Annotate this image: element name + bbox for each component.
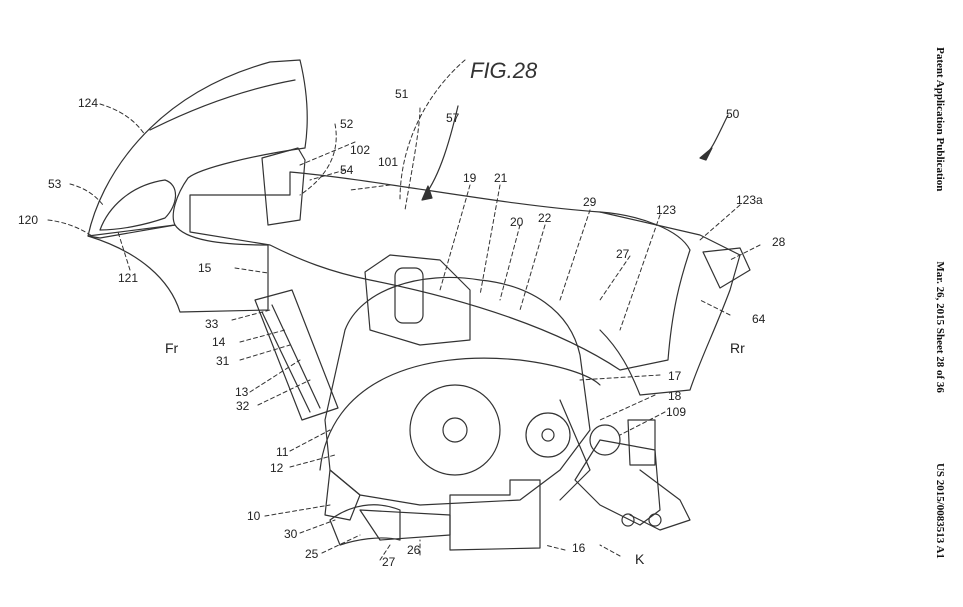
patent-header: Patent Application PublicationMar. 26, 2… <box>934 47 946 559</box>
direction-front: Fr <box>165 340 179 356</box>
ref-label: 18 <box>668 389 682 403</box>
cylinder-head <box>364 254 471 346</box>
ref-label: 11 <box>276 445 289 459</box>
swing-arm-pivot <box>589 424 621 456</box>
dashed-lines <box>47 59 761 561</box>
ref-label: 25 <box>305 547 319 561</box>
swing-arm-link <box>559 399 591 501</box>
exhaust-collector <box>359 509 451 541</box>
ref-label: K <box>635 551 645 567</box>
swing-arm <box>574 439 661 526</box>
ref-label: 123 <box>656 203 677 217</box>
radiator-fin <box>271 304 321 409</box>
ref-label: 16 <box>572 541 586 555</box>
ref-label: 120 <box>18 213 39 227</box>
publication-number: US 2015/0083513 A1 <box>934 462 946 559</box>
ref-label: 33 <box>205 317 219 331</box>
date-sheet: Mar. 26, 2015 Sheet 28 of 36 <box>934 261 946 393</box>
cowl-inner-line <box>149 79 296 131</box>
ref-label: 22 <box>538 211 552 225</box>
ref-label: 19 <box>463 171 477 185</box>
front-cowl <box>87 59 308 239</box>
generator-hub <box>442 417 468 443</box>
ref-label: 28 <box>772 235 786 249</box>
bolt <box>621 513 635 527</box>
arrow-50-head <box>699 147 713 161</box>
ref-label: 21 <box>494 171 508 185</box>
drive-sprocket <box>525 412 571 458</box>
ref-label: 29 <box>583 195 597 209</box>
rear-hanger <box>627 419 656 466</box>
radiator <box>254 289 339 421</box>
generator-disc <box>409 384 501 476</box>
lower-cowl <box>87 224 269 313</box>
battery-box <box>449 479 541 551</box>
engine-crankcase <box>324 276 591 506</box>
bolt <box>648 513 662 527</box>
headlight <box>99 179 177 231</box>
ref-label: 54 <box>340 163 354 177</box>
ref-label: 109 <box>666 405 687 419</box>
figure-title: FIG.28 <box>470 58 538 83</box>
ref-label: 52 <box>340 117 354 131</box>
arrow-57-head <box>421 185 433 201</box>
ref-label: 12 <box>270 461 284 475</box>
ref-label: 50 <box>726 107 740 121</box>
arrow-50 <box>704 114 729 156</box>
ref-label: 20 <box>510 215 524 229</box>
ref-label: 53 <box>48 177 62 191</box>
rear-cowl <box>599 211 741 396</box>
ref-label: 17 <box>668 369 682 383</box>
sprocket-hub <box>541 428 555 442</box>
ref-label: 57 <box>446 111 460 125</box>
direction-rear: Rr <box>730 340 745 356</box>
tail-light <box>702 247 751 289</box>
frame-arc <box>319 357 601 471</box>
ref-label: 51 <box>395 87 409 101</box>
ref-label: 30 <box>284 527 298 541</box>
ref-label: 13 <box>235 385 249 399</box>
cylinder <box>394 267 424 324</box>
publication-label: Patent Application Publication <box>934 47 946 192</box>
ref-label: 124 <box>78 96 99 110</box>
ref-label: 121 <box>118 271 139 285</box>
ref-label: 14 <box>212 335 226 349</box>
ref-label: 123a <box>736 193 763 207</box>
ref-label: 32 <box>236 399 250 413</box>
rear-bracket <box>629 469 691 531</box>
air-duct <box>261 147 306 226</box>
ref-label: 64 <box>752 312 766 326</box>
ref-label: 26 <box>407 543 421 557</box>
ref-label: 10 <box>247 509 261 523</box>
side-body-panel <box>189 171 691 371</box>
ref-label: 27 <box>382 555 396 569</box>
ref-label: 15 <box>198 261 212 275</box>
exhaust-pipe <box>329 504 401 546</box>
ref-label: 102 <box>350 143 371 157</box>
ref-label: 31 <box>216 354 230 368</box>
oil-pan <box>324 469 361 521</box>
ref-label: 27 <box>616 247 630 261</box>
radiator-fin <box>261 311 311 413</box>
ref-label: 101 <box>378 155 399 169</box>
